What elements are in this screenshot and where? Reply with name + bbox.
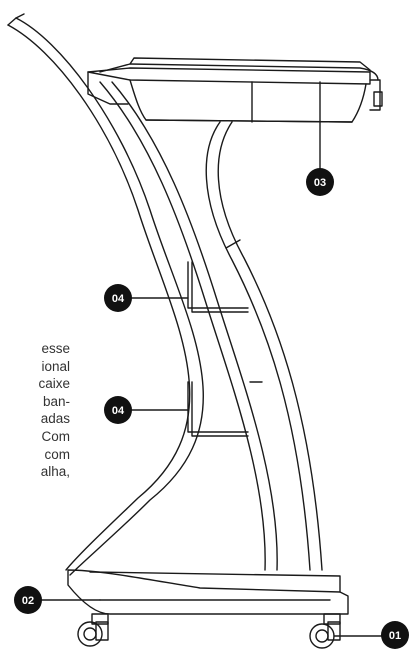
callout-04-upper: 04 [104, 284, 132, 312]
caster-right [309, 613, 341, 649]
svg-text:04: 04 [112, 405, 125, 417]
caster-left [77, 613, 109, 647]
hook-upper [187, 261, 249, 309]
basin-rim [87, 67, 371, 85]
frame-outer-front [15, 17, 204, 576]
side-description-text: esse ional caixe ban- adas Com com alha, [0, 340, 70, 481]
svg-text:04: 04 [112, 293, 125, 305]
base-top-line [89, 571, 341, 593]
base-shell [67, 569, 349, 615]
basin-handle-right [369, 79, 381, 111]
callout-03: 03 [306, 168, 334, 196]
hook-upper-2 [191, 261, 249, 313]
side-text-line: adas [40, 411, 70, 427]
basin-top-edge [99, 63, 379, 81]
side-text-line: alha, [40, 464, 70, 480]
frame-rear-inner [217, 121, 323, 571]
basin-handle-left [87, 71, 129, 105]
svg-text:03: 03 [314, 177, 326, 189]
svg-text:02: 02 [22, 595, 34, 607]
hook-lower [187, 381, 249, 433]
frame-rear-outer [205, 121, 311, 571]
hook-lower-2 [191, 381, 249, 437]
basin-bottom-edge [145, 119, 353, 123]
frame-front-inner2 [111, 81, 278, 571]
frame-rear-joint [225, 239, 241, 249]
basin-clip [373, 91, 383, 107]
basin-body [129, 79, 367, 123]
callout-02: 02 [14, 586, 42, 614]
callout-04-lower: 04 [104, 396, 132, 424]
callout-01: 01 [381, 621, 409, 649]
basin-lid-line [129, 57, 371, 71]
side-text-line: Com [41, 428, 70, 444]
side-text-line: ban- [42, 393, 70, 409]
frame-outer-back [7, 24, 191, 571]
side-text-line: caixe [38, 376, 70, 392]
side-text-line: com [44, 446, 70, 462]
side-text-line: ional [41, 358, 70, 374]
svg-text:01: 01 [389, 630, 401, 642]
side-text-line: esse [41, 341, 70, 356]
frame-front-inner [99, 81, 266, 571]
handle-cap [7, 13, 25, 26]
